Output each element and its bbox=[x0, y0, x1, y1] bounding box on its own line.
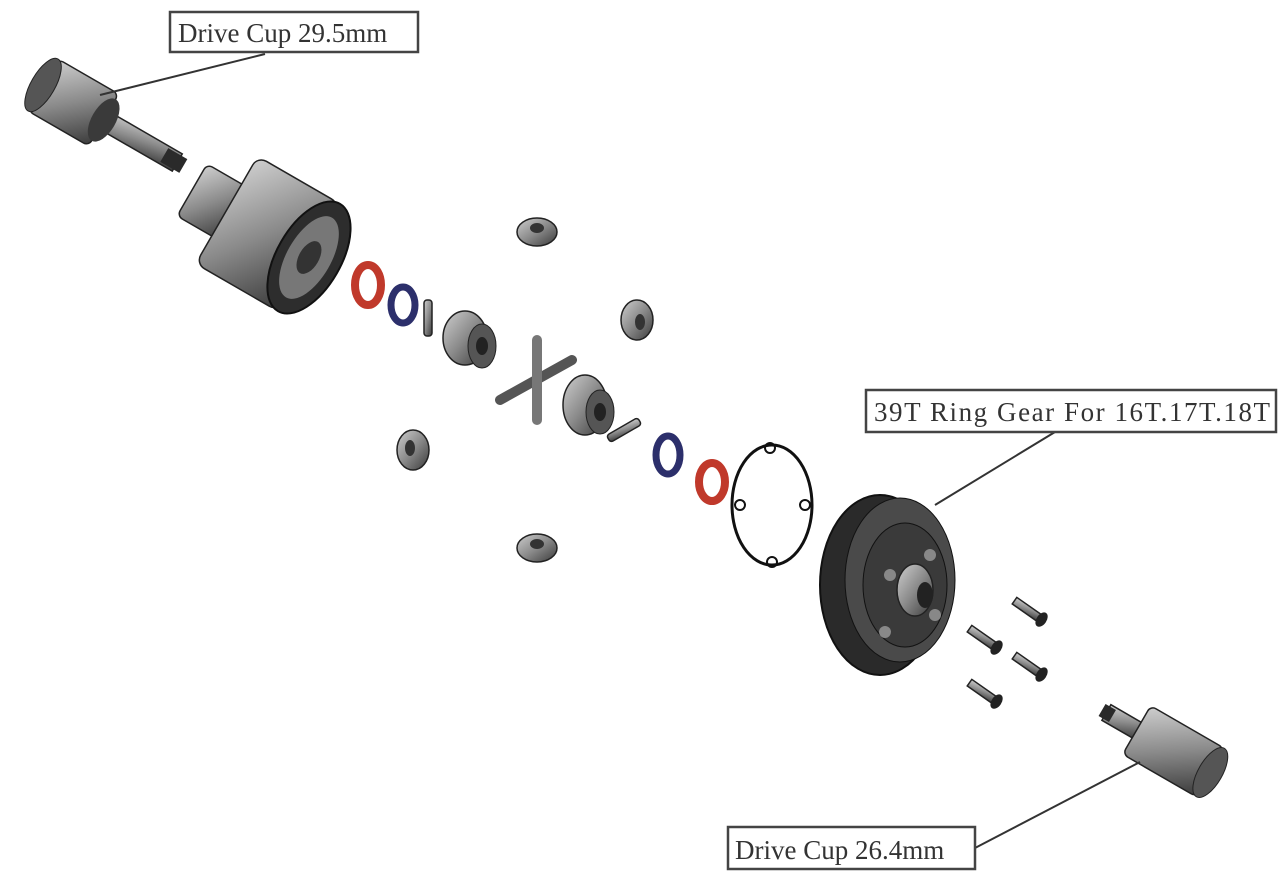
label-ring-gear: 39T Ring Gear For 16T.17T.18T bbox=[864, 388, 1278, 434]
spider-gear-right bbox=[620, 299, 654, 341]
spider-gear-top bbox=[516, 217, 558, 247]
o-ring-left bbox=[351, 261, 385, 309]
drive-cup-left bbox=[24, 57, 188, 173]
screw bbox=[1011, 596, 1048, 627]
washer-right bbox=[652, 432, 684, 478]
pin-right bbox=[606, 417, 642, 443]
washer-left bbox=[387, 283, 419, 327]
o-ring-right bbox=[695, 459, 729, 505]
leader-line-drive-cup-right bbox=[974, 761, 1141, 849]
gasket bbox=[730, 442, 814, 568]
ring-gear bbox=[819, 494, 956, 676]
label-text: Drive Cup 29.5mm bbox=[178, 18, 387, 48]
label-text: Drive Cup 26.4mm bbox=[735, 835, 944, 865]
screws bbox=[966, 596, 1048, 709]
spider-gear-bottom bbox=[516, 533, 558, 563]
bevel-gear-right bbox=[562, 374, 615, 436]
drive-cup-right bbox=[1098, 703, 1229, 798]
pin-left bbox=[423, 299, 433, 337]
screw bbox=[966, 624, 1003, 655]
spider-gear-left bbox=[396, 429, 430, 471]
bevel-gear-left bbox=[442, 310, 497, 369]
label-drive-cup-left: Drive Cup 29.5mm bbox=[168, 10, 420, 54]
label-drive-cup-right: Drive Cup 26.4mm bbox=[726, 825, 977, 871]
diff-case bbox=[178, 159, 352, 315]
label-text: 39T Ring Gear For 16T.17T.18T bbox=[874, 397, 1271, 427]
screw bbox=[1011, 651, 1048, 682]
cross-shaft bbox=[495, 335, 577, 425]
leader-line-ring-gear bbox=[934, 431, 1056, 506]
screw bbox=[966, 678, 1003, 709]
leader-line-drive-cup-left bbox=[99, 53, 266, 96]
